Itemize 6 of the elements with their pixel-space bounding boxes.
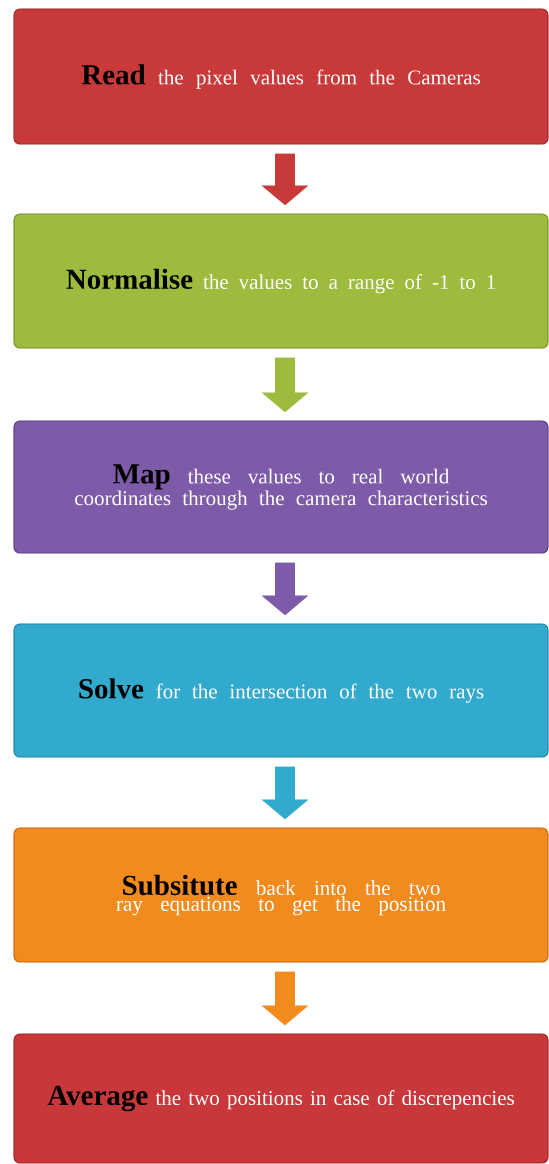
process-box: Read the pixel values from the Cameras [13,8,549,145]
process-box: Solve for the intersection of the two rays [13,623,549,758]
process-box: Normalise the values to a range of -1 to 1 [13,213,549,349]
process-box: Subsitute back into the two ray equations to get the position [13,827,549,963]
process-box: Map these values to real world coordinates through the camera characteristics [13,420,549,554]
process-box: Average the two positions in case of discrepencies [13,1033,549,1164]
